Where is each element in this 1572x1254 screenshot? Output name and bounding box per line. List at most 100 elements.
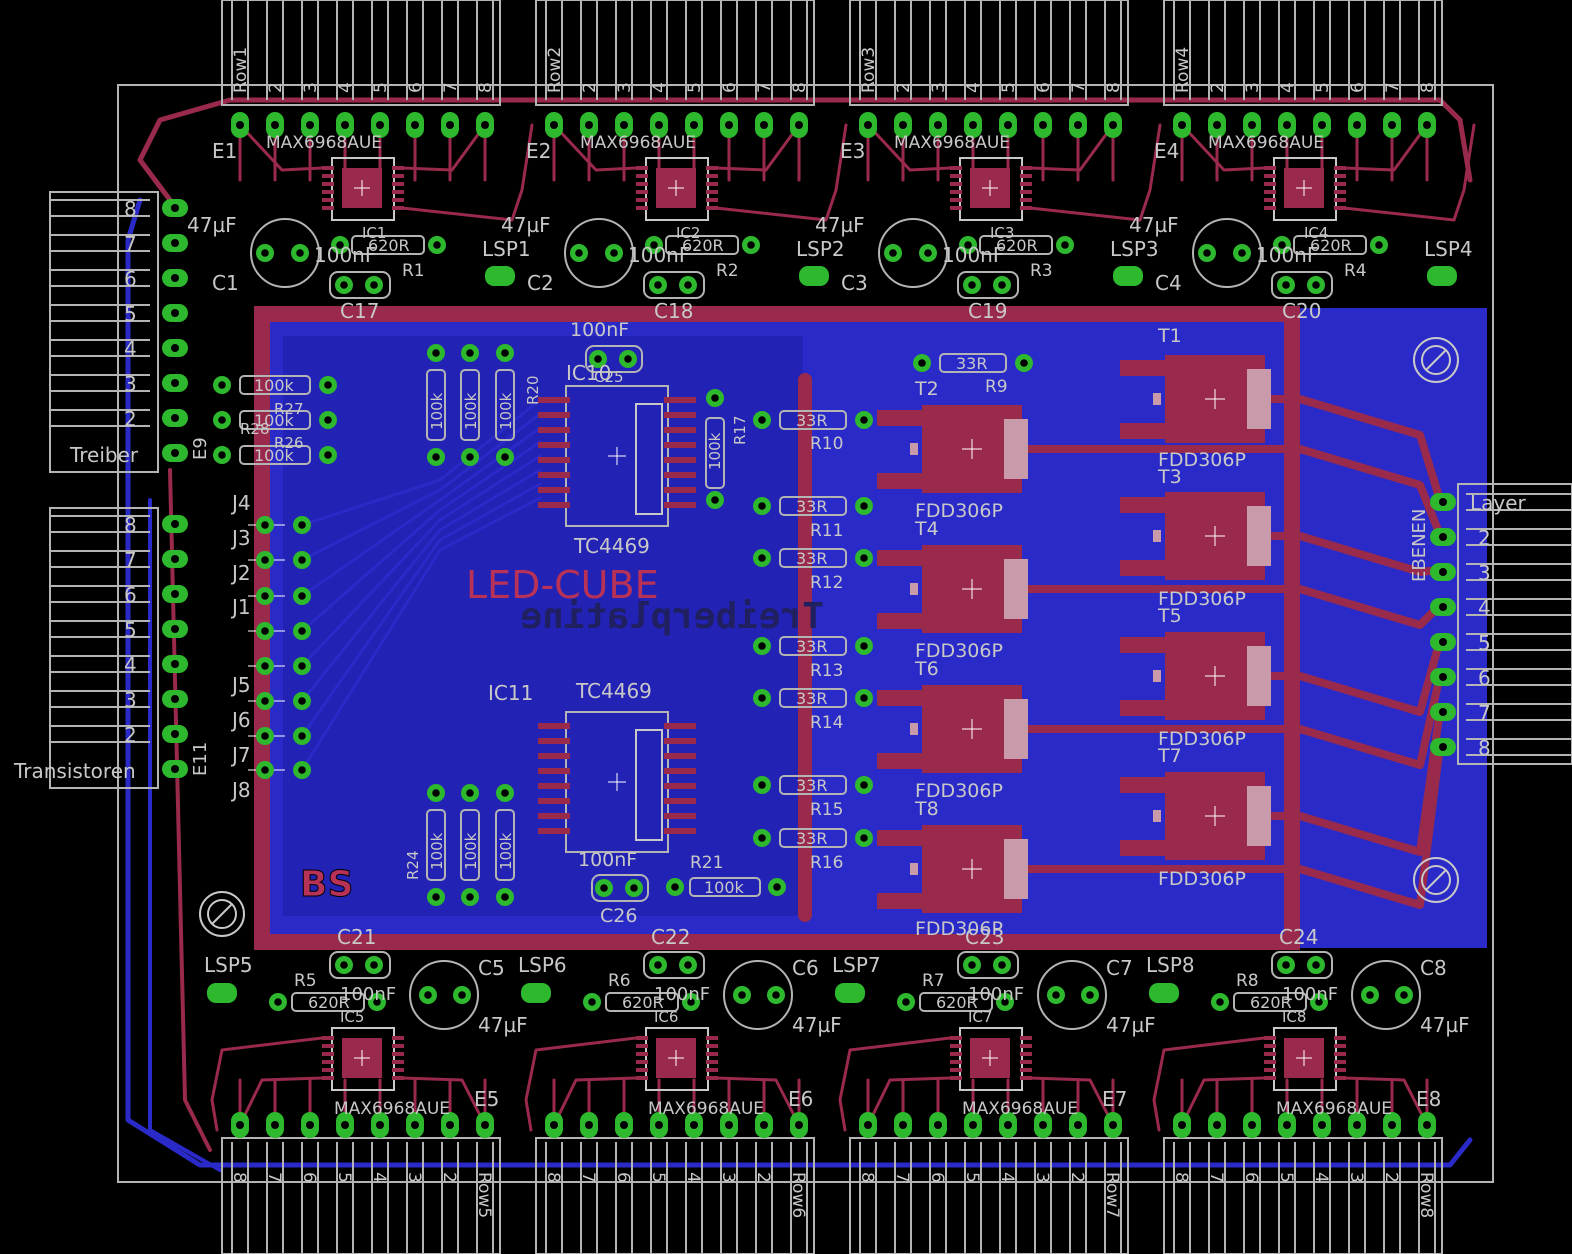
- top-row1-ic-lead: [392, 174, 404, 178]
- top-row3-pin-pad-drill: [934, 121, 942, 129]
- bottom-row5-ic-lead: [322, 1076, 334, 1080]
- transistor-t8-lead: [877, 893, 922, 909]
- driver-res-pad-drill: [501, 893, 509, 901]
- top-row3-pin-pad-drill: [1109, 121, 1117, 129]
- transistor-t3-lead-mark: [1153, 530, 1161, 542]
- top-row4-lsp-ref: LSP4: [1424, 237, 1473, 261]
- top-row1-pin-pad-drill: [411, 121, 419, 129]
- bottom-row6-ic-ref: E6: [788, 1087, 813, 1111]
- bottom-row7-ic-lead: [1020, 1036, 1032, 1040]
- driver-ic11-outline: [565, 711, 669, 853]
- top-row4-pin-label: 3: [1243, 82, 1263, 93]
- jumper-j4-ref: J4: [230, 491, 251, 515]
- driver-ic11-lead: [664, 828, 696, 834]
- driver-ic10-lead: [538, 487, 570, 493]
- gate-res-pad-drill: [918, 359, 926, 367]
- layer-pin-label: 8: [1478, 736, 1491, 760]
- top-row4-ic-part: MAX6968AUE: [1208, 133, 1324, 153]
- bottom-left-bus: [148, 498, 222, 1172]
- transistor-t5-drain-trace: [1267, 636, 1444, 716]
- driver-res-pad-drill: [432, 789, 440, 797]
- bottom-row5-cc-pad-drill: [370, 961, 378, 969]
- bottom-row7-cc-pad-drill: [998, 961, 1006, 969]
- layer-pin-label: 3: [1478, 561, 1491, 585]
- transistor-t3-tab: [1247, 506, 1271, 566]
- top-row3-ic-ref-small: IC3: [990, 224, 1014, 242]
- bottom-row7-ic-lead: [1020, 1068, 1032, 1072]
- driver-ic11-lead: [664, 783, 696, 789]
- bottom-row8-lsp-ref: LSP8: [1146, 953, 1195, 977]
- res-r17-outline: [705, 417, 725, 489]
- transistor-t8-tab: [1004, 839, 1028, 899]
- bottom-row6-pin-pad-drill: [655, 1121, 663, 1129]
- top-row2-ic-outline: [645, 157, 709, 221]
- res-r21-ref: R21: [690, 853, 723, 873]
- bottom-row8-pin-label: 7: [1206, 1172, 1226, 1183]
- driver-ic11-lead: [538, 798, 570, 804]
- bottom-row5-ic-ref: E5: [474, 1087, 499, 1111]
- jumper-trace: [300, 468, 542, 703]
- bottom-row8-pin-pad-drill: [1213, 1121, 1221, 1129]
- jumper-j2-ref: J2: [230, 561, 251, 585]
- layer-pin-label: 5: [1478, 631, 1491, 655]
- top-row4-ic-lead: [1264, 182, 1276, 186]
- bottom-row6-pin-label: 5: [648, 1172, 668, 1183]
- left-transistoren-pin-pad-drill: [171, 765, 179, 773]
- driver-ic10-lead: [538, 412, 570, 418]
- gate-res-value: 33R: [796, 689, 827, 708]
- bottom-row5-res-pad-drill: [274, 998, 282, 1006]
- bottom-row5-ic-lead: [392, 1076, 404, 1080]
- top-row1-pin-pad-drill: [446, 121, 454, 129]
- top-row1-ic-lead: [392, 206, 404, 210]
- bottom-row5-res-pad-drill: [373, 998, 381, 1006]
- bottom-row7-elcap-pad-drill: [1086, 991, 1094, 999]
- top-row1-pin-label: 4: [336, 82, 356, 93]
- top-row3-ic-lead: [1020, 182, 1032, 186]
- bottom-row5-pin-pad-drill: [411, 1121, 419, 1129]
- components: [162, 112, 1457, 1138]
- transistor-t4-part: FDD306P: [915, 640, 1003, 662]
- jumper-trace: [300, 482, 542, 738]
- top-row2-ic-lead: [636, 182, 648, 186]
- top-row1-c1-ref: C1: [212, 271, 239, 295]
- bottom-row5-ic-lead: [392, 1068, 404, 1072]
- top-row1-lsp-pad: [485, 266, 515, 286]
- jumper-pad-drill: [298, 592, 306, 600]
- res-r21-value: 100k: [704, 878, 745, 897]
- bottom-row7-res-ref: R7: [922, 971, 945, 991]
- top-row3-ic-outline: [959, 157, 1023, 221]
- bottom-row6-res-ref: R6: [608, 971, 631, 991]
- top-row3-pin-pad-drill: [899, 121, 907, 129]
- top-row2-pin-label: Row2: [545, 47, 565, 93]
- driver-res-value: 100k: [497, 392, 515, 430]
- top-row1-ic-lead: [322, 198, 334, 202]
- top-row1-elcap-value: 47µF: [187, 213, 237, 237]
- bottom-row5-lsp-ref: LSP5: [204, 953, 253, 977]
- top-row3-pin-label: 3: [929, 82, 949, 93]
- bottom-row6-ic-lead: [636, 1060, 648, 1064]
- jumper-j7-ref: J7: [230, 743, 251, 767]
- top-row2-cc-ref: C18: [654, 299, 693, 323]
- cap-c25-pad-drill: [624, 355, 632, 363]
- driver-ic11-inner: [635, 729, 663, 841]
- top-row3-ic-lead: [1020, 206, 1032, 210]
- cap-c26-pad-drill: [600, 884, 608, 892]
- driver-ic11-part: TC4469: [575, 679, 652, 703]
- treiber-res-pad-drill: [324, 381, 332, 389]
- driver-ic11-lead: [664, 813, 696, 819]
- driver-ic11-lead: [664, 768, 696, 774]
- top-row4-ic-lead: [1264, 190, 1276, 194]
- res-r26-ref: R26: [274, 434, 304, 452]
- driver-ic10-lead: [538, 442, 570, 448]
- jumper-pad-drill: [261, 697, 269, 705]
- bottom-row5-cc-value: 100nF: [340, 984, 396, 1005]
- driver-res-value: 100k: [428, 392, 446, 430]
- bottom-row8-ic-lead: [1334, 1060, 1346, 1064]
- gate-res-pad-drill: [860, 834, 868, 842]
- top-row1-pin-label: 2: [266, 82, 286, 93]
- top-row4-pin-label: 6: [1348, 82, 1368, 93]
- jumper-pad-drill: [298, 556, 306, 564]
- layer-pin-label: 6: [1478, 666, 1491, 690]
- bottom-row7-lsp-pad: [835, 983, 865, 1003]
